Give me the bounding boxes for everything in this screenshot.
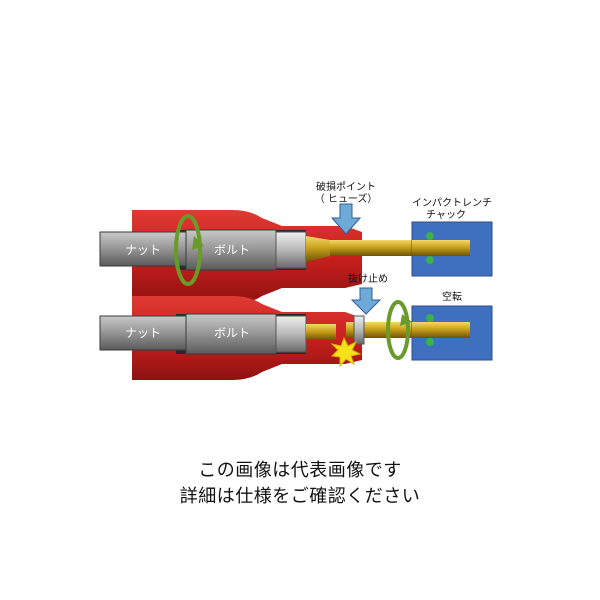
broken-bit-stub xyxy=(306,324,336,340)
chuck-ball-top-1 xyxy=(426,232,434,240)
bolt-label-top: ボルト xyxy=(214,243,250,257)
caption-line-1: この画像は代表画像です xyxy=(198,460,402,481)
retainer-ring xyxy=(353,315,365,345)
bit-neck-top xyxy=(306,236,330,262)
retainer-arrow xyxy=(350,287,382,315)
impact-chuck-label-1: インパクトレンチ xyxy=(412,197,492,209)
bolt-end-top xyxy=(275,231,307,269)
caption-line-2: 詳細は仕様をご確認ください xyxy=(179,486,421,507)
chuck-ball-bottom-1 xyxy=(426,314,434,322)
bit-in-chuck-top xyxy=(412,240,470,256)
idle-label: 空転 xyxy=(442,290,462,303)
chuck-ball-bottom-2 xyxy=(426,338,434,346)
bottom-assembly: ナット ボルト 抜け止め 空転 xyxy=(99,272,493,380)
rotation-arrowhead-bottom xyxy=(400,314,412,326)
rotation-arrowhead-top xyxy=(192,236,204,250)
impact-chuck-label-2: チャック xyxy=(426,209,466,221)
retainer-label: 抜け止め xyxy=(348,272,388,285)
rotation-arrow-bottom xyxy=(386,300,410,360)
bolt-end-bottom xyxy=(275,315,307,353)
nut-label-bottom: ナット xyxy=(125,326,161,340)
break-point-label-1: 破損ポイント xyxy=(316,180,376,193)
bolt-label-bottom: ボルト xyxy=(214,326,250,340)
break-spark xyxy=(330,336,362,368)
bolt-bottom xyxy=(185,313,277,355)
nut-top xyxy=(99,231,187,267)
nut-label-top: ナット xyxy=(125,243,161,257)
rotation-arrow-top xyxy=(174,214,202,286)
chuck-ball-top-2 xyxy=(426,256,434,264)
nut-bottom xyxy=(99,315,187,351)
break-point-label-2: （ ヒューズ） xyxy=(315,192,378,205)
bit-top xyxy=(306,240,416,256)
bit-bottom xyxy=(346,322,422,338)
top-assembly: ナット ボルト 破損ポイント （ ヒューズ） インパクトレンチ チャック xyxy=(99,180,493,304)
break-point-arrow xyxy=(330,203,362,235)
bit-in-chuck-bottom xyxy=(412,322,470,338)
